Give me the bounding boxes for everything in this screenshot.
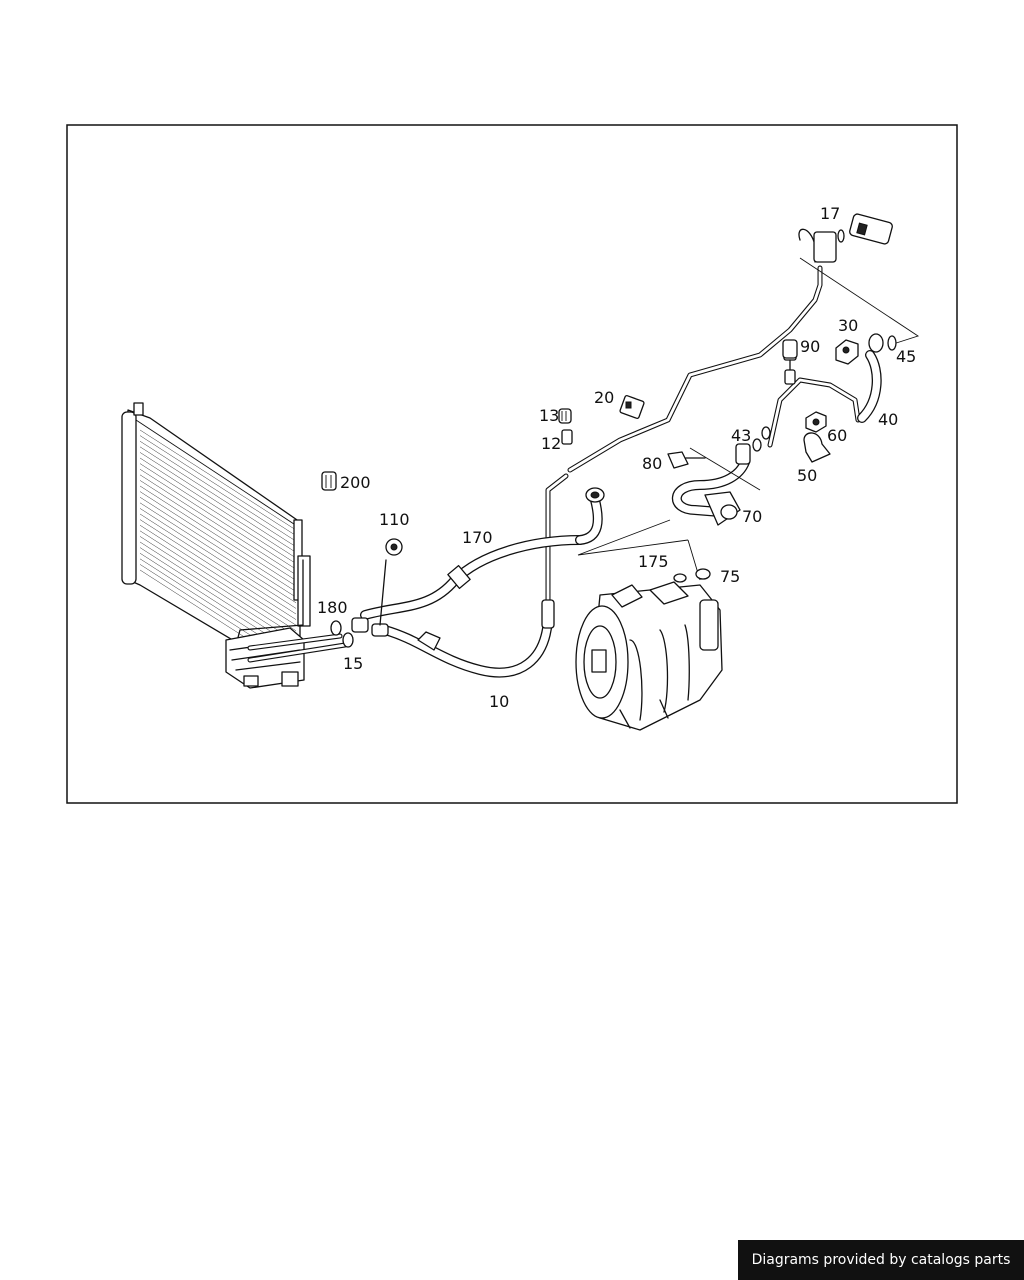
callout-10: 10 bbox=[489, 692, 509, 711]
hose-170 bbox=[360, 487, 605, 620]
small-caps bbox=[321, 339, 798, 491]
callout-80: 80 bbox=[642, 454, 662, 473]
callout-20: 20 bbox=[594, 388, 614, 407]
condenser-fin bbox=[139, 502, 297, 604]
callout-13: 13 bbox=[539, 406, 559, 425]
condenser-fin bbox=[139, 452, 297, 553]
callout-17: 17 bbox=[820, 204, 840, 223]
fittings-15-180 bbox=[330, 538, 403, 648]
callout-70: 70 bbox=[742, 507, 762, 526]
condenser-fin bbox=[139, 446, 297, 548]
condenser-fin bbox=[139, 496, 297, 598]
leader-17 bbox=[799, 257, 920, 346]
condenser-fin bbox=[139, 435, 297, 536]
hose-10 bbox=[247, 473, 569, 678]
oring-175 bbox=[673, 573, 687, 583]
condenser-fin bbox=[139, 547, 297, 648]
callout-75: 75 bbox=[720, 567, 740, 586]
condenser-fin bbox=[139, 519, 297, 620]
condenser-fin bbox=[139, 513, 297, 615]
callout-40: 40 bbox=[878, 410, 898, 429]
oring-75 bbox=[695, 568, 711, 580]
callout-180: 180 bbox=[317, 598, 348, 617]
callout-30: 30 bbox=[838, 316, 858, 335]
pipe-40 bbox=[767, 333, 897, 448]
diagram-frame bbox=[66, 124, 958, 804]
condenser-fin bbox=[139, 530, 297, 632]
condenser-fin bbox=[139, 474, 297, 576]
callout-200: 200 bbox=[340, 473, 371, 492]
callout-60: 60 bbox=[827, 426, 847, 445]
condenser-fin bbox=[139, 457, 297, 559]
condenser-fin bbox=[139, 536, 297, 637]
condenser-fin bbox=[139, 491, 297, 592]
pipe-to-evaporator bbox=[567, 213, 893, 473]
condenser-fin bbox=[139, 524, 297, 626]
condenser-fin bbox=[139, 463, 297, 564]
condenser-fin bbox=[139, 440, 297, 542]
condenser-fin bbox=[139, 508, 297, 609]
callout-43: 43 bbox=[731, 426, 751, 445]
callout-175: 175 bbox=[638, 552, 669, 571]
callout-12: 12 bbox=[541, 434, 561, 453]
ac-compressor bbox=[575, 581, 723, 731]
hose-70 bbox=[577, 426, 771, 581]
callout-15: 15 bbox=[343, 654, 363, 673]
condenser-fin bbox=[139, 429, 297, 531]
callout-110: 110 bbox=[379, 510, 410, 529]
condenser-fin bbox=[139, 485, 297, 587]
condenser-fin bbox=[139, 541, 297, 643]
callout-90: 90 bbox=[800, 337, 820, 356]
callout-50: 50 bbox=[797, 466, 817, 485]
condenser-fin bbox=[139, 480, 297, 581]
condenser-fin bbox=[139, 468, 297, 570]
credit-banner: Diagrams provided by catalogs parts bbox=[738, 1240, 1024, 1280]
callout-45: 45 bbox=[896, 347, 916, 366]
bracket-50-60 bbox=[803, 411, 831, 463]
callout-170: 170 bbox=[462, 528, 493, 547]
